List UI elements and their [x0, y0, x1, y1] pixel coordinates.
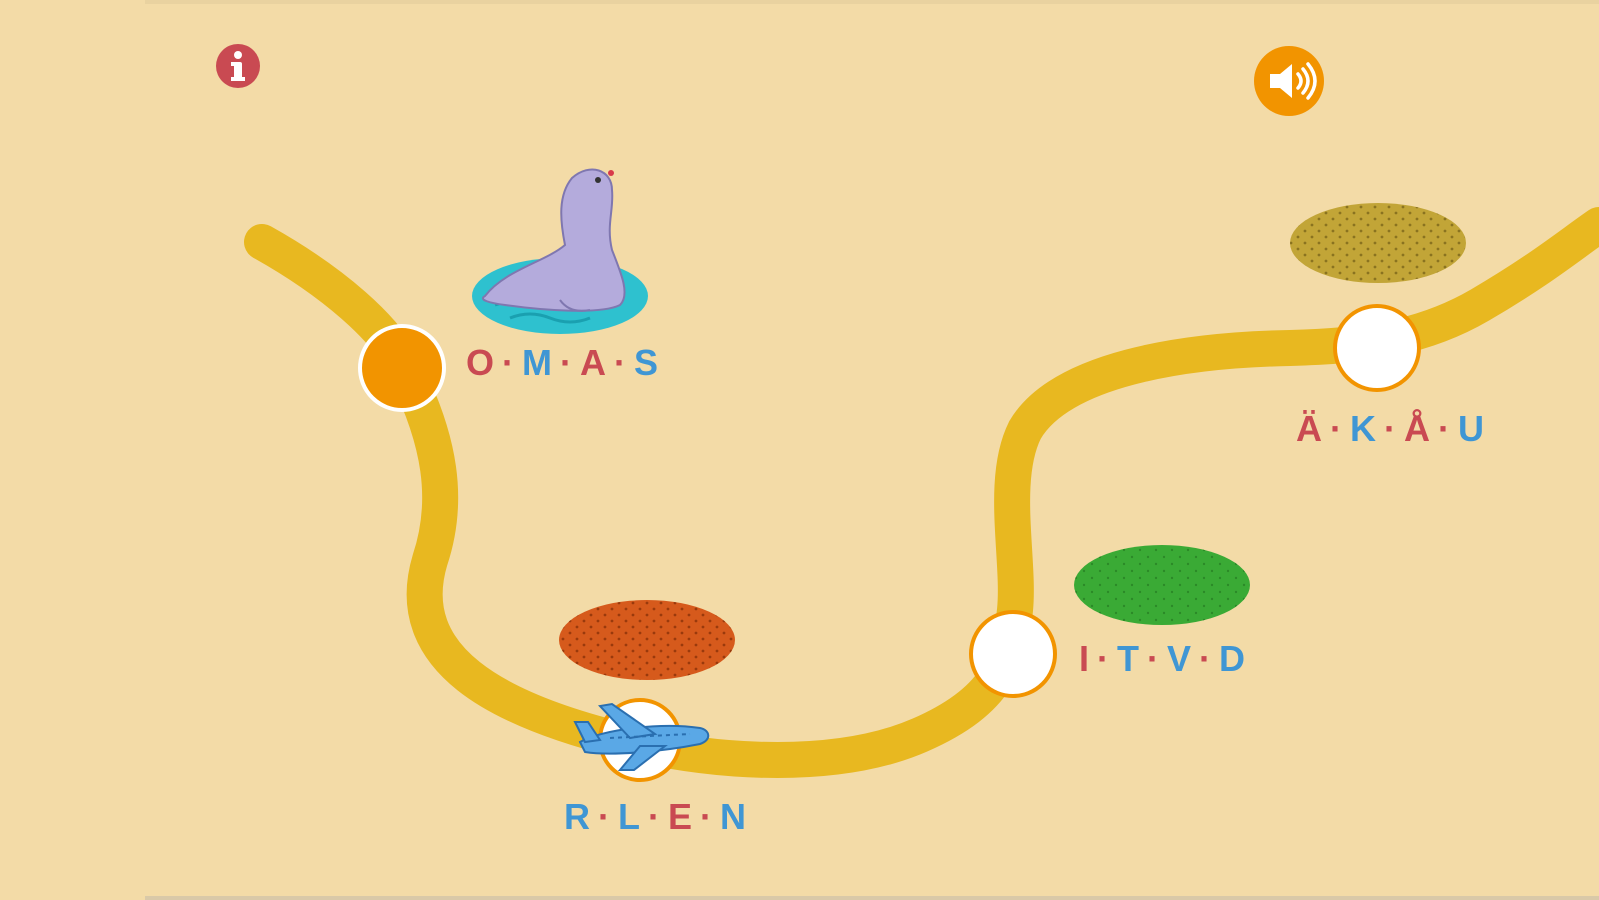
airplane-picture[interactable]: [573, 702, 710, 771]
letter-separator: ·: [1097, 638, 1112, 679]
info-icon: [231, 51, 245, 81]
letter-m[interactable]: M: [522, 342, 555, 383]
letter-k[interactable]: K: [1350, 408, 1378, 449]
word-node-omas[interactable]: [358, 324, 446, 412]
letter-n[interactable]: N: [720, 796, 749, 837]
letter-o[interactable]: O: [466, 342, 497, 383]
top-border: [145, 0, 1599, 4]
game-path: [244, 207, 1599, 778]
letter-separator: ·: [648, 796, 662, 837]
letter-t[interactable]: T: [1117, 638, 1142, 679]
letter-å[interactable]: Å: [1404, 408, 1432, 449]
letter-i[interactable]: I: [1079, 638, 1092, 679]
spot-orange-texture: [559, 600, 735, 680]
letter-v[interactable]: V: [1167, 638, 1194, 679]
letter-separator: ·: [502, 342, 517, 383]
letter-ä[interactable]: Ä: [1296, 408, 1324, 449]
letter-d[interactable]: D: [1219, 638, 1248, 679]
word-node-itvd[interactable]: [969, 610, 1057, 698]
letter-separator: ·: [1330, 408, 1344, 449]
word-node-akau[interactable]: [1333, 304, 1421, 392]
spot-olive-texture: [1290, 203, 1466, 283]
word-label-omas: O·M·A·S: [466, 342, 660, 384]
left-margin: [0, 0, 145, 900]
word-label-itvd: I·T·V·D: [1079, 638, 1247, 680]
bottom-border: [145, 896, 1599, 900]
letter-separator: ·: [700, 796, 715, 837]
speaker-icon: [1270, 62, 1317, 100]
seal-picture[interactable]: [472, 168, 648, 334]
letter-separator: ·: [614, 342, 629, 383]
letter-e[interactable]: E: [668, 796, 695, 837]
letter-r[interactable]: R: [564, 796, 592, 837]
sound-button[interactable]: [1254, 46, 1324, 116]
letter-s[interactable]: S: [634, 342, 661, 383]
letter-u[interactable]: U: [1458, 408, 1486, 449]
spot-green-texture: [1074, 545, 1250, 625]
letter-a[interactable]: A: [580, 342, 609, 383]
letter-separator: ·: [1147, 638, 1162, 679]
letter-l[interactable]: L: [618, 796, 642, 837]
letter-separator: ·: [1384, 408, 1398, 449]
word-label-rlen: R·L·E·N: [564, 796, 748, 838]
letter-separator: ·: [598, 796, 612, 837]
letter-separator: ·: [560, 342, 575, 383]
word-label-akau: Ä·K·Å·U: [1296, 408, 1486, 450]
letter-separator: ·: [1199, 638, 1214, 679]
letter-separator: ·: [1438, 408, 1452, 449]
info-button[interactable]: [216, 44, 260, 88]
